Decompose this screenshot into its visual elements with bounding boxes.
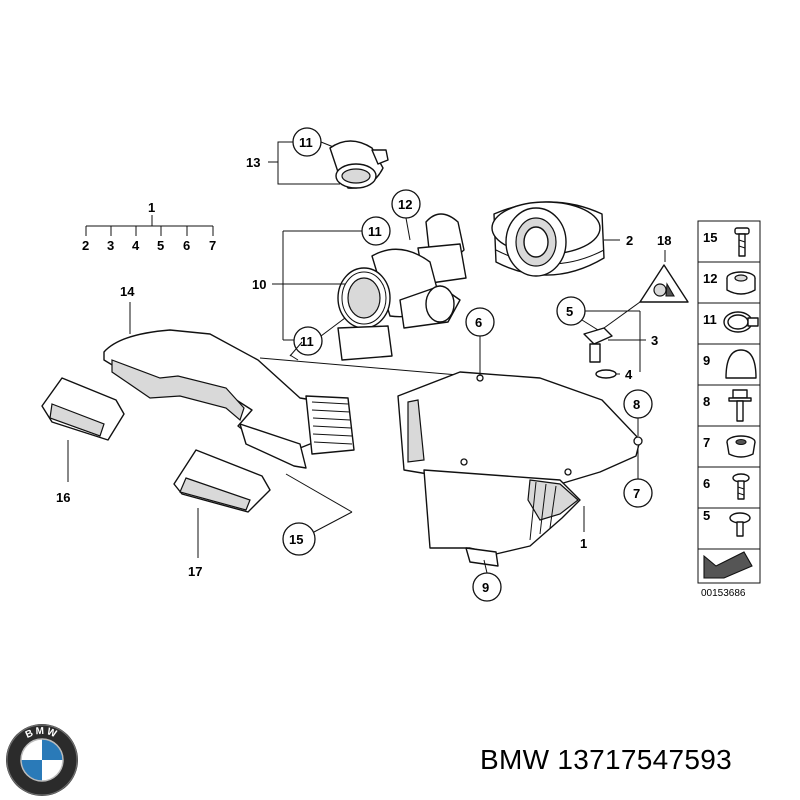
callout-8-right: 8 — [633, 397, 640, 412]
callout-11-low: 11 — [300, 334, 314, 349]
rubber-cap-icon — [725, 349, 757, 379]
rubber-mount-icon — [726, 435, 756, 458]
callout-group-5-3-4: 5 3 4 — [556, 296, 658, 382]
callout-group-13: 13 11 — [246, 127, 340, 185]
warning-label: 18 — [603, 233, 689, 329]
duct-piece-17: 17 — [173, 449, 271, 579]
part-caption: BMW 13717547593 — [480, 744, 733, 775]
callout-7: 7 — [209, 238, 216, 253]
callout-5: 5 — [157, 238, 164, 253]
screw-icon — [734, 227, 750, 257]
callout-6: 6 — [183, 238, 190, 253]
bolt-icon — [728, 389, 752, 422]
callout-3-right: 3 — [651, 333, 658, 348]
legend-number-6: 6 — [703, 476, 710, 491]
callout-1-top: 1 — [148, 200, 155, 215]
air-filter-housing — [397, 371, 643, 567]
callout-6-mid: 6 — [475, 315, 482, 330]
callout-11-mid: 11 — [368, 224, 382, 239]
rubber-grommet-icon — [726, 271, 756, 295]
callout-2-filter: 2 — [626, 233, 633, 248]
callout-14: 14 — [120, 284, 135, 299]
legend-number-12: 12 — [703, 271, 717, 286]
hose-clamp-icon — [723, 311, 759, 333]
screw-icon — [732, 473, 750, 500]
callout-9-low: 9 — [482, 580, 489, 595]
callout-12: 12 — [398, 197, 412, 212]
bmw-logo-letters: BMW — [24, 726, 58, 741]
callout-1-box: 1 — [580, 536, 587, 551]
legend-number-15: 15 — [703, 230, 717, 245]
legend-panel: 15 12 11 9 8 7 — [697, 220, 761, 584]
pan-head-screw-icon — [729, 512, 751, 537]
callout-17: 17 — [188, 564, 202, 579]
callout-3: 3 — [107, 238, 114, 253]
callout-7-right: 7 — [633, 486, 640, 501]
connector-ring — [329, 140, 389, 189]
callout-13: 13 — [246, 155, 260, 170]
bmw-logo: BMW — [6, 724, 78, 796]
legend-number-5: 5 — [703, 508, 710, 523]
legend-number-8: 8 — [703, 394, 710, 409]
intake-hose — [337, 213, 467, 361]
callout-15-low: 15 — [289, 532, 303, 547]
callout-10: 10 — [252, 277, 266, 292]
callout-group-10: 11 10 11 — [252, 216, 391, 361]
callout-group-15: 15 — [282, 473, 353, 556]
duct-piece-16: 16 — [41, 377, 125, 505]
legend-number-7: 7 — [703, 435, 710, 450]
drawing-number: 00153686 — [701, 588, 746, 599]
callout-4: 4 — [132, 238, 140, 253]
callout-4-right: 4 — [625, 367, 633, 382]
svg-text:BMW: BMW — [24, 726, 60, 741]
legend-number-11: 11 — [703, 312, 717, 327]
callout-11-top: 11 — [299, 135, 313, 150]
callout-2: 2 — [82, 238, 89, 253]
callout-16: 16 — [56, 490, 70, 505]
callout-group-1: 1 2 3 4 5 6 7 — [82, 200, 216, 253]
arrow-icon — [703, 551, 753, 579]
intake-duct: 14 — [103, 284, 541, 469]
callout-18: 18 — [657, 233, 671, 248]
callout-group-12: 12 — [391, 189, 421, 241]
legend-number-9: 9 — [703, 353, 710, 368]
callout-group-housing: 6 8 7 1 9 — [465, 307, 653, 602]
air-filter-element: 2 — [491, 201, 633, 277]
callout-5-right: 5 — [566, 304, 573, 319]
